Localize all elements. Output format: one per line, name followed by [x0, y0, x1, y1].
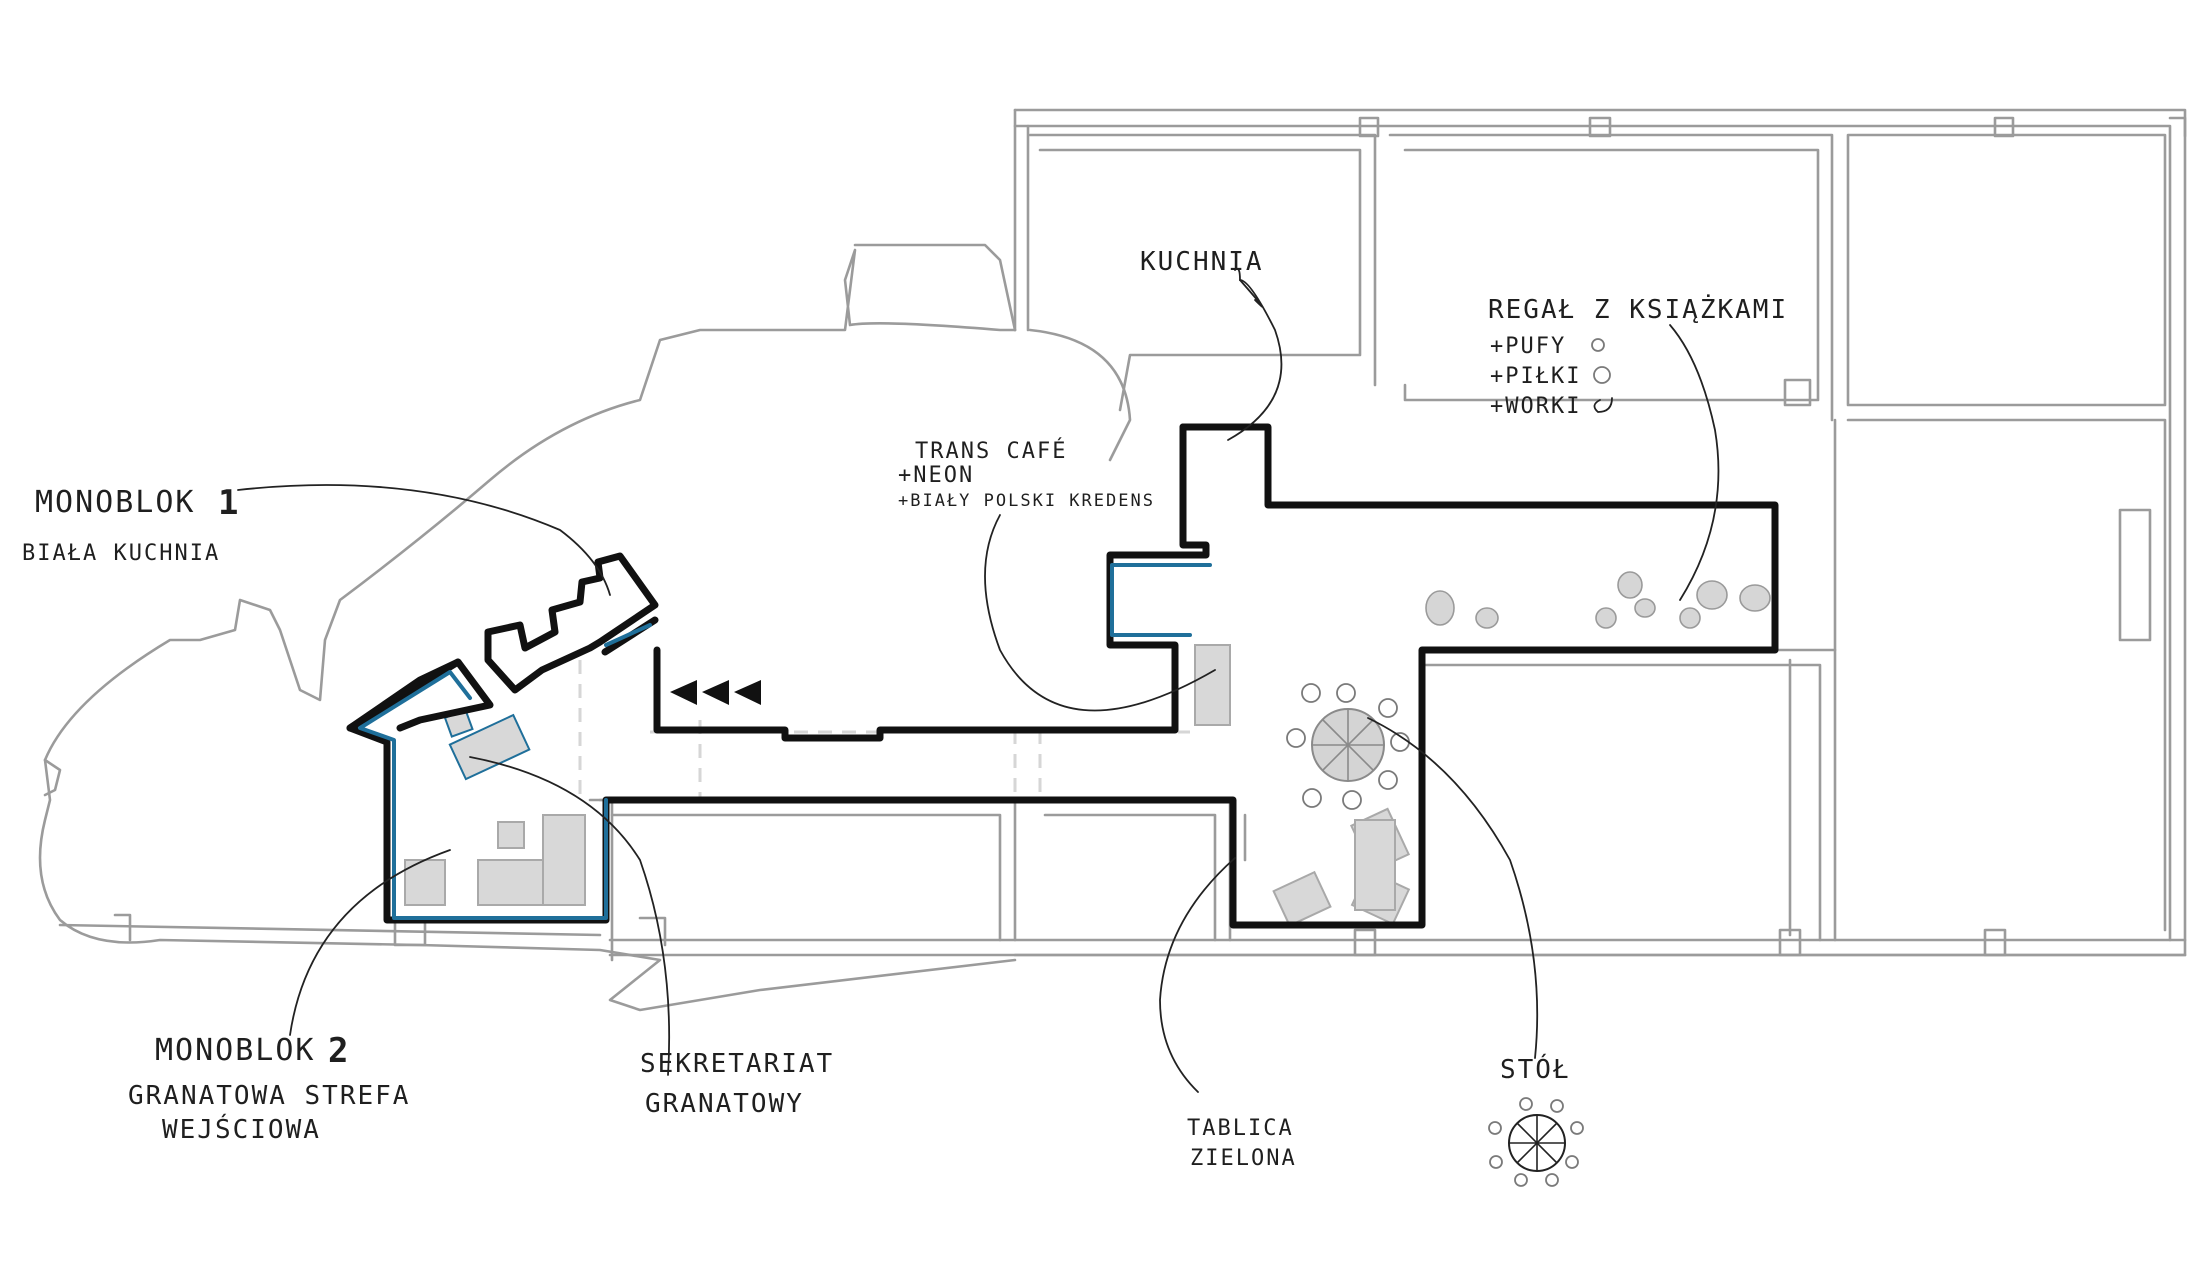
ball-icon — [1593, 366, 1611, 384]
regal-line4: +WORKI — [1490, 394, 1581, 419]
stol-label: STÓŁ — [1500, 1053, 1571, 1085]
furniture — [404, 644, 1411, 927]
chair — [497, 821, 525, 849]
regal-line3: +PIŁKI — [1490, 364, 1581, 389]
sekretariat-line2: GRANATOWY — [645, 1089, 804, 1119]
monoblok2-line2: GRANATOWA STREFA — [128, 1081, 410, 1111]
monoblok2-line3: WEJŚCIOWA — [162, 1113, 321, 1145]
monoblok1-number: 1 — [218, 483, 240, 523]
monoblok1-title: MONOBLOK — [35, 485, 196, 520]
blue-accents — [358, 563, 1212, 920]
reception-desk — [448, 713, 531, 781]
label-tablica: TABLICA ZIELONA — [1187, 1116, 1297, 1171]
monoblok2-title: MONOBLOK — [155, 1033, 316, 1068]
trans-cafe-line2: +NEON — [898, 463, 974, 488]
beanbag-icon — [1593, 397, 1613, 413]
label-trans-cafe: TRANS CAFÉ +NEON +BIAŁY POLSKI KREDENS — [898, 438, 1155, 511]
label-monoblok2: MONOBLOK 2 GRANATOWA STREFA WEJŚCIOWA — [128, 1031, 410, 1145]
regal-title: REGAŁ Z KSIĄŻKAMI — [1488, 293, 1788, 325]
pouf-icon — [1591, 338, 1605, 352]
trans-cafe-line3: +BIAŁY POLSKI KREDENS — [898, 491, 1155, 511]
round-table-icon — [1488, 1097, 1584, 1187]
label-regal: REGAŁ Z KSIĄŻKAMI +PUFY +PIŁKI +WORKI — [1488, 293, 1788, 419]
sofa — [1354, 819, 1396, 911]
tablica-line2: ZIELONA — [1190, 1146, 1297, 1171]
leader-lines — [237, 267, 1720, 1093]
label-monoblok1: MONOBLOK 1 BIAŁA KUCHNIA — [22, 483, 240, 566]
tablica-line1: TABLICA — [1187, 1116, 1294, 1141]
poufs — [1425, 571, 1771, 629]
cafe-counter — [1194, 644, 1231, 726]
label-stol: STÓŁ — [1500, 1053, 1571, 1085]
armchair-2 — [1272, 870, 1332, 927]
monoblok2-number: 2 — [328, 1031, 350, 1071]
monoblok1-subtitle: BIAŁA KUCHNIA — [22, 541, 220, 566]
sekretariat-line1: SEKRETARIAT — [640, 1049, 834, 1079]
label-kuchnia: KUCHNIA — [1140, 247, 1264, 277]
triple-left-arrow-icon — [670, 680, 761, 705]
trans-cafe-title: TRANS CAFÉ — [915, 438, 1067, 464]
label-sekretariat: SEKRETARIAT GRANATOWY — [640, 1049, 834, 1119]
desk-tall — [542, 814, 586, 906]
kuchnia-label: KUCHNIA — [1140, 247, 1264, 277]
round-table — [1286, 683, 1410, 810]
building-walls — [38, 108, 2187, 1012]
regal-line2: +PUFY — [1490, 334, 1566, 359]
